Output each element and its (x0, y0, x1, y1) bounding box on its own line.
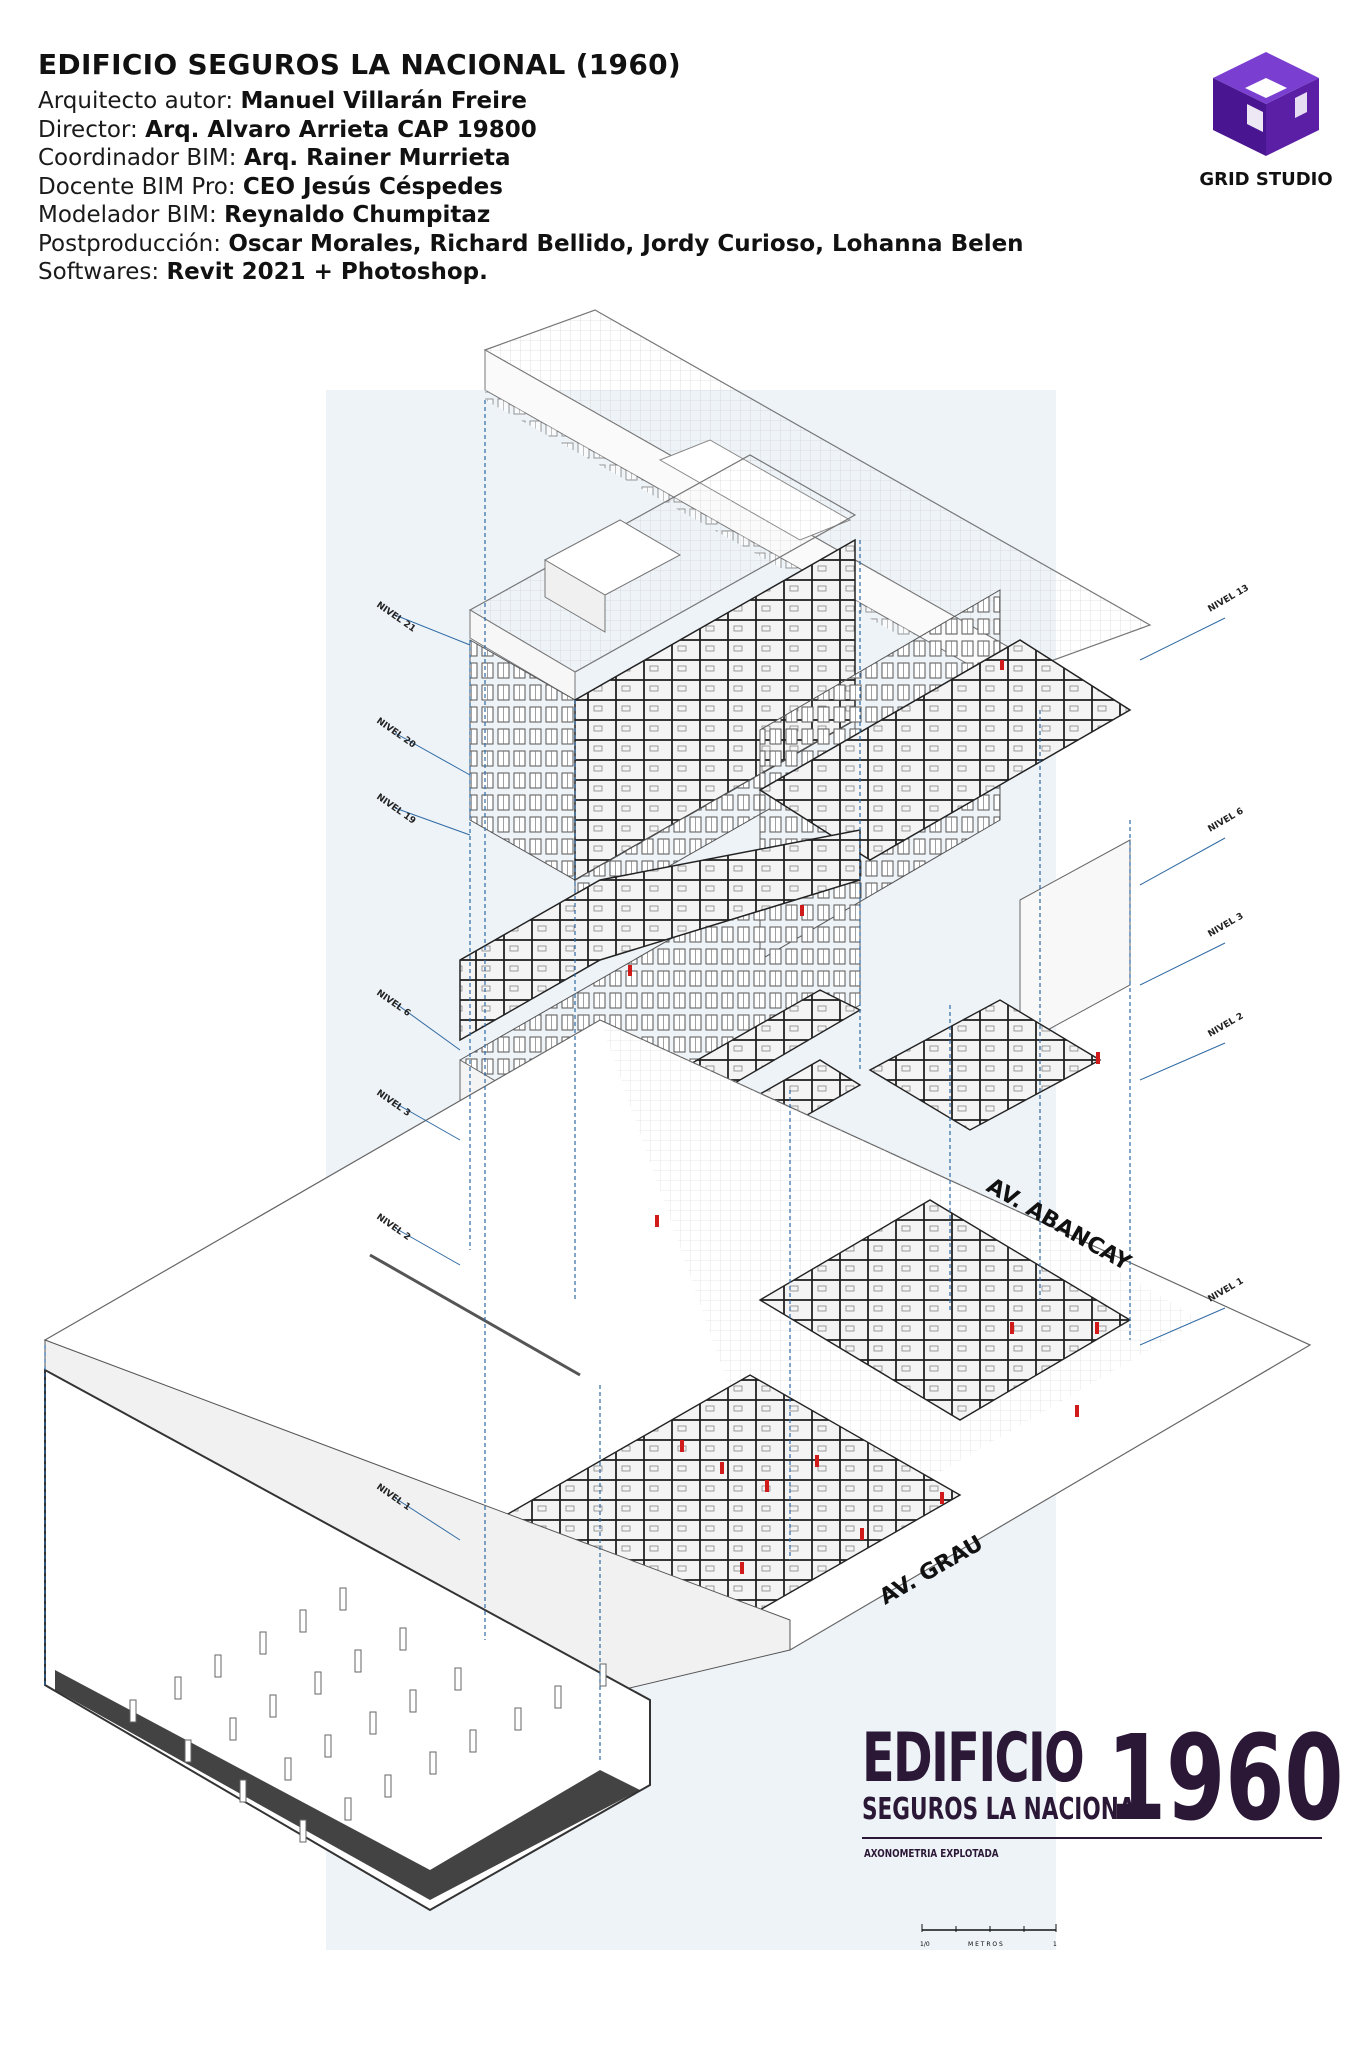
scale-label-unit: M E T R O S (968, 1941, 1003, 1948)
credits-block: EDIFICIO SEGUROS LA NACIONAL (1960) Arqu… (38, 48, 1024, 287)
level-label-right: NIVEL 1 (1207, 1276, 1246, 1304)
credit-line-modeler: Modelador BIM: Reynaldo Chumpitaz (38, 202, 491, 228)
explode-guide-lines (44, 400, 1131, 1760)
credit-line-director: Director: Arq. Alvaro Arrieta CAP 19800 (38, 116, 537, 143)
level-leader-lines (394, 614, 1226, 1541)
level-label-right: NIVEL 3 (1207, 911, 1246, 939)
title-seguros: SEGUROS LA NACIONAL (862, 1792, 1150, 1827)
scale-label-start: 1/0 (920, 1941, 930, 1948)
tower-roof (468, 454, 857, 701)
credit-line-software: Softwares: Revit 2021 + Photoshop. (38, 259, 488, 285)
credit-line-postproduction: Postproducción: Oscar Morales, Richard B… (38, 230, 1024, 257)
credit-line-author: Arquitecto autor: Manuel Villarán Freire (38, 88, 527, 114)
people-figures (628, 660, 1100, 1574)
basement-columns (129, 1587, 607, 1843)
level-label-right: NIVEL 13 (1207, 583, 1251, 614)
basement (44, 1339, 791, 1912)
level-label-right: NIVEL 6 (1207, 806, 1246, 834)
level-label-right: NIVEL 2 (1207, 1011, 1246, 1039)
title-subtitle: AXONOMETRIA EXPLOTADA (864, 1847, 999, 1860)
grid-studio-logo: GRID STUDIO (1196, 48, 1336, 190)
logo-text: GRID STUDIO (1199, 169, 1333, 190)
title-year: 1960 (1107, 1709, 1344, 1847)
title-edificio: EDIFICIO (862, 1719, 1085, 1798)
title-rule (862, 1837, 1322, 1839)
grid-studio-cube-icon (1213, 52, 1319, 156)
credit-line-teacher: Docente BIM Pro: CEO Jesús Céspedes (38, 173, 503, 200)
credit-line-coordinator: Coordinador BIM: Arq. Rainer Murrieta (38, 145, 511, 171)
scale-bar-graphic: 1/0 M E T R O S 1 (920, 1924, 1057, 1948)
project-title: EDIFICIO SEGUROS LA NACIONAL (1960) (38, 48, 681, 81)
scale-label-end: 1 (1053, 1941, 1057, 1948)
scale-bar: 1/0 M E T R O S 1 (920, 1916, 1060, 1961)
